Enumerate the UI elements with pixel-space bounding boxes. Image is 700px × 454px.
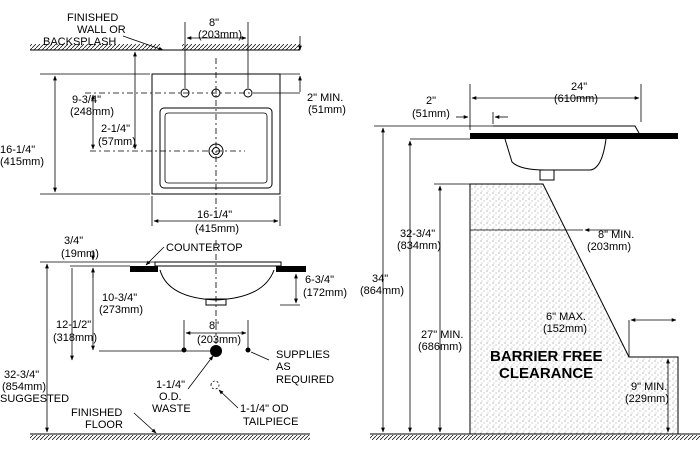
h34-mm: (864mm): [360, 285, 404, 297]
rim-label: 3/4": [64, 235, 83, 247]
h32-label: 32-3/4": [400, 228, 435, 240]
side-countertop: [470, 133, 678, 139]
supply-right: [245, 347, 251, 353]
sink-rim: [154, 261, 282, 267]
supplies-leader: [250, 351, 270, 361]
depth-9-3-4-mm: (248mm): [70, 106, 114, 118]
waste-leader: [187, 355, 214, 390]
plan-view: FINISHED WALL OR BACKSPLASH 8" (203mm) 2…: [0, 12, 346, 235]
side-view: BARRIER FREE CLEARANCE 24" (610mm) 2" (5…: [360, 81, 700, 440]
suggested-height-mm: (854mm): [2, 381, 46, 393]
drop-12-1-2-label: 12-1/2": [56, 319, 91, 331]
front-floor-hatch: [30, 435, 310, 440]
supplies-label-3: REQUIRED: [276, 374, 334, 386]
side-floor-hatch: [370, 435, 700, 440]
countertop-left: [130, 266, 158, 272]
supply-spacing-label: 8": [209, 320, 219, 332]
waste-label-3: WASTE: [152, 403, 191, 415]
waste-label-1: 1-1/4": [156, 379, 185, 391]
tailpiece-symbol: [210, 380, 220, 390]
tailpiece-leader: [218, 389, 239, 409]
drain-2-1-4-mm: (57mm): [98, 136, 136, 148]
overall-depth-mm: (415mm): [0, 156, 44, 168]
min8-mm: (203mm): [587, 241, 631, 253]
top-2-label: 2": [426, 95, 436, 107]
max6-label: 6" MAX.: [546, 311, 586, 323]
countertop-label: COUNTERTOP: [166, 242, 243, 254]
floor-label-2: FLOOR: [85, 419, 123, 431]
faucet-spacing-label: 8": [209, 17, 219, 29]
drain-2-1-4-label: 2-1/4": [101, 123, 130, 135]
waste-outlet: [210, 345, 222, 357]
supply-left: [181, 347, 187, 353]
tailpiece-label-1: 1-1/4" OD: [240, 403, 289, 415]
rim-mm: (19mm): [61, 248, 99, 260]
overall-depth-label: 16-1/4": [0, 144, 35, 156]
width-mm: (415mm): [195, 223, 239, 235]
min9-label: 9" MIN.: [631, 381, 667, 393]
wall-label-line-2: WALL OR: [77, 24, 126, 36]
tailpiece-label-2: TAILPIECE: [243, 416, 298, 428]
bowl-mm: (172mm): [303, 287, 347, 299]
floor-label-1: FINISHED: [71, 407, 122, 419]
wall-label-line-3: BACKSPLASH: [43, 36, 116, 48]
faucet-spacing-mm: (203mm): [198, 29, 242, 41]
top-2-mm: (51mm): [412, 108, 450, 120]
supplies-label-1: SUPPLIES: [276, 349, 330, 361]
drop-10-3-4-label: 10-3/4": [102, 292, 137, 304]
width-label: 16-1/4": [197, 209, 232, 221]
max6-mm: (152mm): [543, 323, 587, 335]
waste-label-2: O.D.: [159, 391, 182, 403]
supplies-label-2: AS: [276, 361, 291, 373]
min2-label: 2" MIN.: [307, 92, 343, 104]
drop-10-3-4-mm: (273mm): [99, 304, 143, 316]
suggested-label: SUGGESTED: [0, 393, 69, 405]
countertop-right: [276, 266, 306, 272]
min9-mm: (229mm): [625, 393, 669, 405]
min2-mm: (51mm): [308, 104, 346, 116]
suggested-height-label: 32-3/4": [4, 369, 39, 381]
floor-leader: [133, 412, 157, 434]
drop-12-1-2-mm: (318mm): [53, 332, 97, 344]
top-24-label: 24": [571, 81, 587, 93]
supply-spacing-mm: (203mm): [197, 334, 241, 346]
side-sink-rim: [493, 125, 640, 134]
bowl-label: 6-3/4": [305, 274, 334, 286]
side-sink-bowl: [504, 138, 607, 171]
wall-leader: [122, 35, 164, 51]
sink-bowl: [159, 269, 275, 301]
top-24-mm: (610mm): [554, 93, 598, 105]
barrier-label-1: BARRIER FREE: [490, 348, 603, 365]
h27-mm: (686mm): [418, 341, 462, 353]
wall-label-line-1: FINISHED: [67, 12, 118, 24]
front-view: COUNTERTOP 3/4" (19mm) 6-3/4" (172mm) 10…: [0, 235, 347, 440]
min8-label: 8" MIN.: [598, 229, 634, 241]
basin-bowl-inner: [164, 112, 268, 184]
h27-label: 27" MIN.: [421, 329, 463, 341]
h34-label: 34": [372, 273, 388, 285]
depth-9-3-4-label: 9-3/4": [72, 94, 101, 106]
h32-mm: (834mm): [397, 240, 441, 252]
barrier-label-2: CLEARANCE: [499, 365, 593, 382]
side-drain: [539, 169, 555, 181]
wall-hatch: [30, 44, 160, 50]
